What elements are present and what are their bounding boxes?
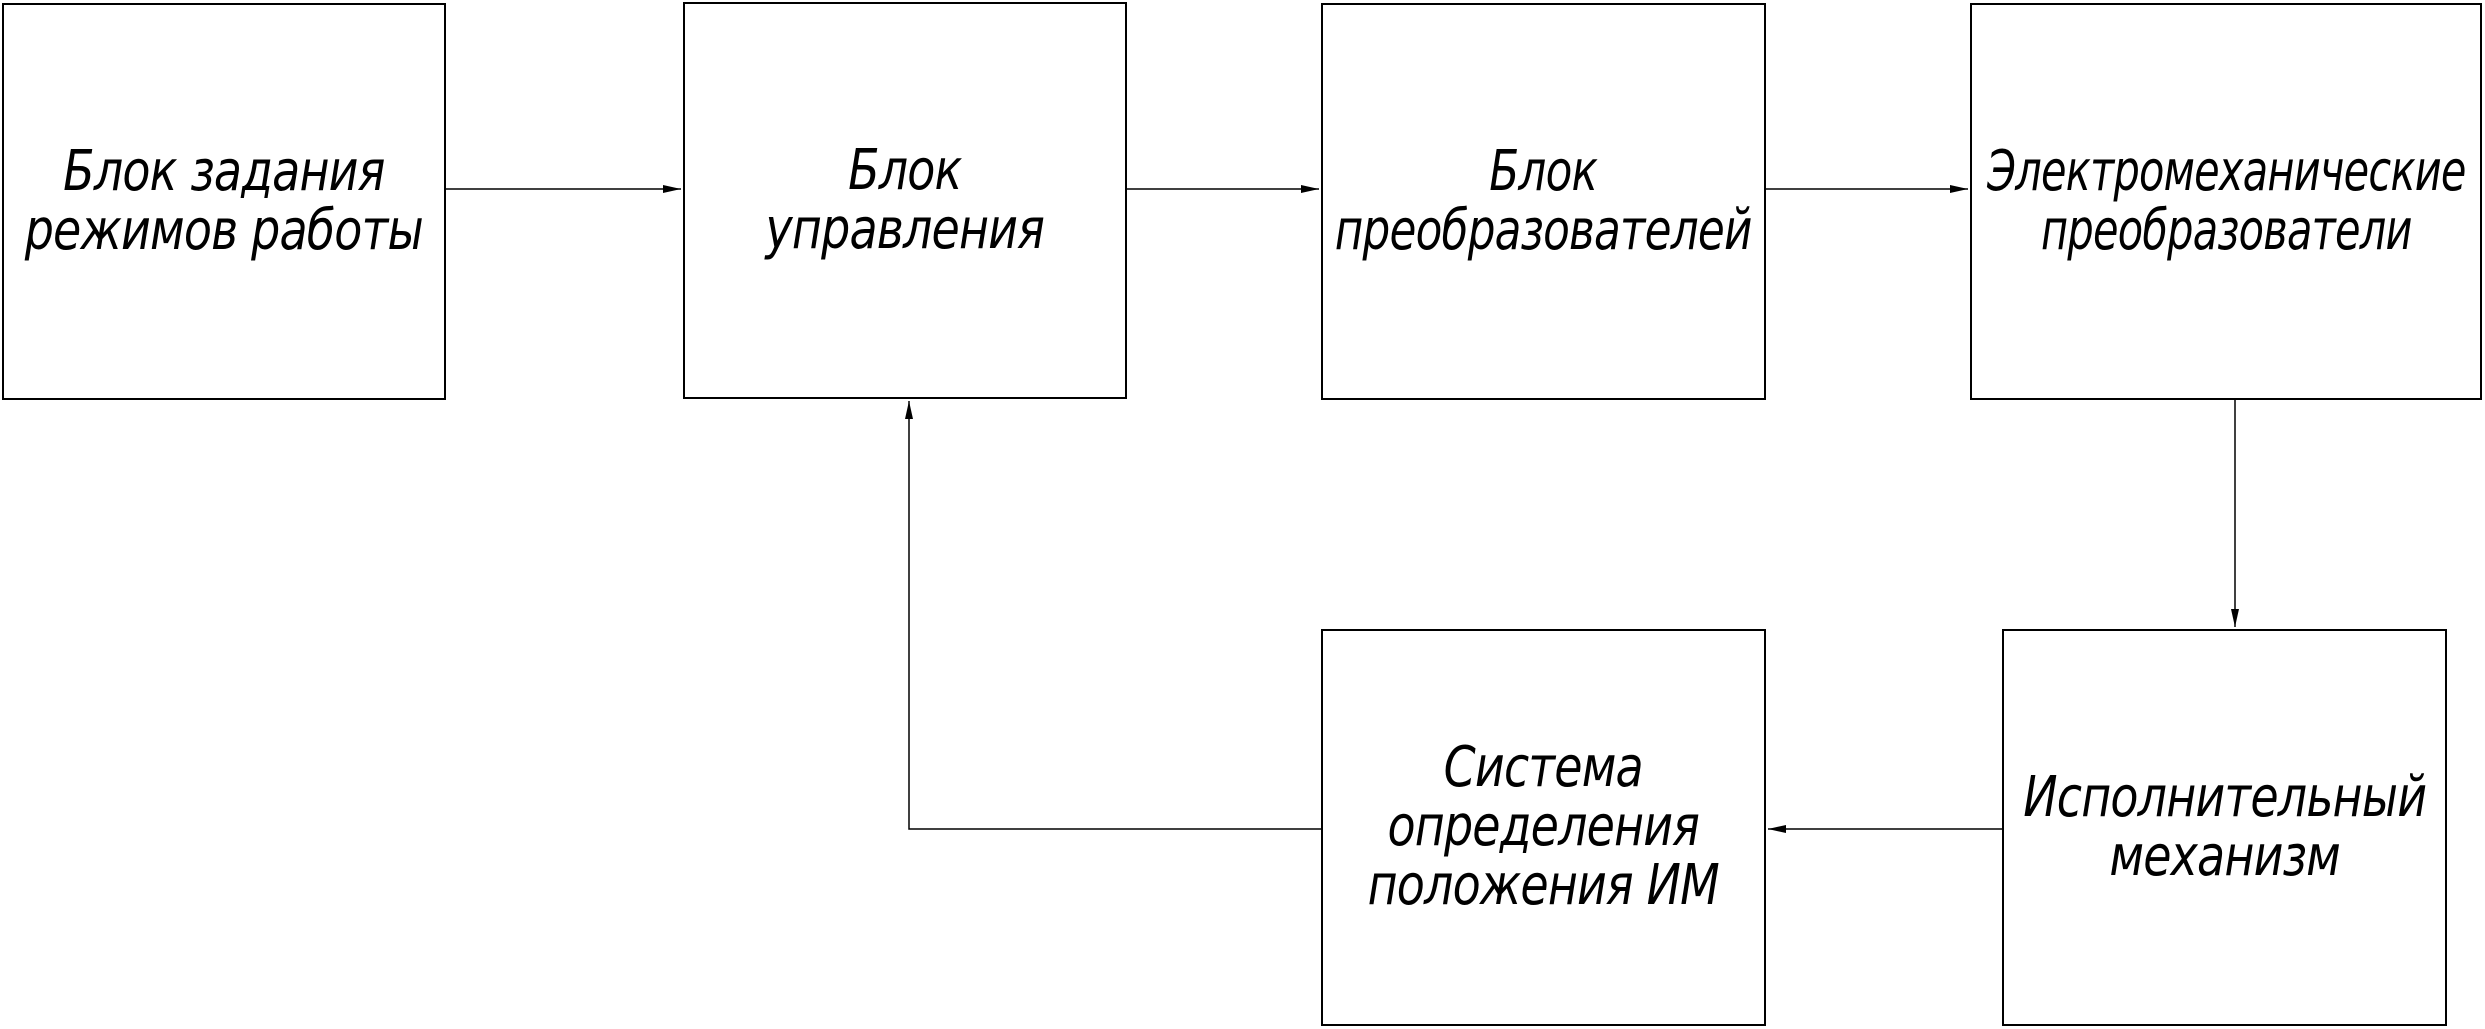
control-line2: управления	[765, 196, 1045, 262]
mode-setting-line1: Блок задания	[63, 138, 385, 204]
position-system-line3: положения ИМ	[1367, 852, 1720, 918]
electromech-line1: Электромеханические	[1986, 138, 2466, 204]
electromech-label: Электромеханические преобразователи	[1986, 138, 2466, 263]
actuator-line2: механизм	[2109, 823, 2340, 889]
mode-setting-line2: режимов работы	[24, 197, 424, 263]
converters-line1: Блок	[1489, 138, 1599, 204]
actuator-label: Исполнительный механизм	[2023, 764, 2427, 889]
converters-label: Блок преобразователей	[1335, 138, 1753, 263]
mode-setting-block: Блок задания режимов работы	[2, 3, 446, 400]
position-system-label: Система определения положения ИМ	[1367, 735, 1720, 918]
control-line1: Блок	[848, 137, 962, 203]
mode-setting-label: Блок задания режимов работы	[24, 138, 424, 263]
electromech-line2: преобразователи	[2040, 197, 2412, 263]
actuator-line1: Исполнительный	[2023, 764, 2427, 830]
position-system-line2: определения	[1387, 794, 1700, 860]
converters-line2: преобразователей	[1335, 197, 1753, 263]
position-system-line1: Система	[1443, 735, 1644, 801]
control-block: Блок управления	[683, 2, 1127, 399]
actuator-block: Исполнительный механизм	[2002, 629, 2447, 1026]
control-label: Блок управления	[765, 137, 1045, 262]
converters-block: Блок преобразователей	[1321, 3, 1766, 400]
electromechanical-converters-block: Электромеханические преобразователи	[1970, 3, 2482, 400]
position-system-block: Система определения положения ИМ	[1321, 629, 1766, 1026]
arrow-position-to-control	[905, 401, 1321, 830]
